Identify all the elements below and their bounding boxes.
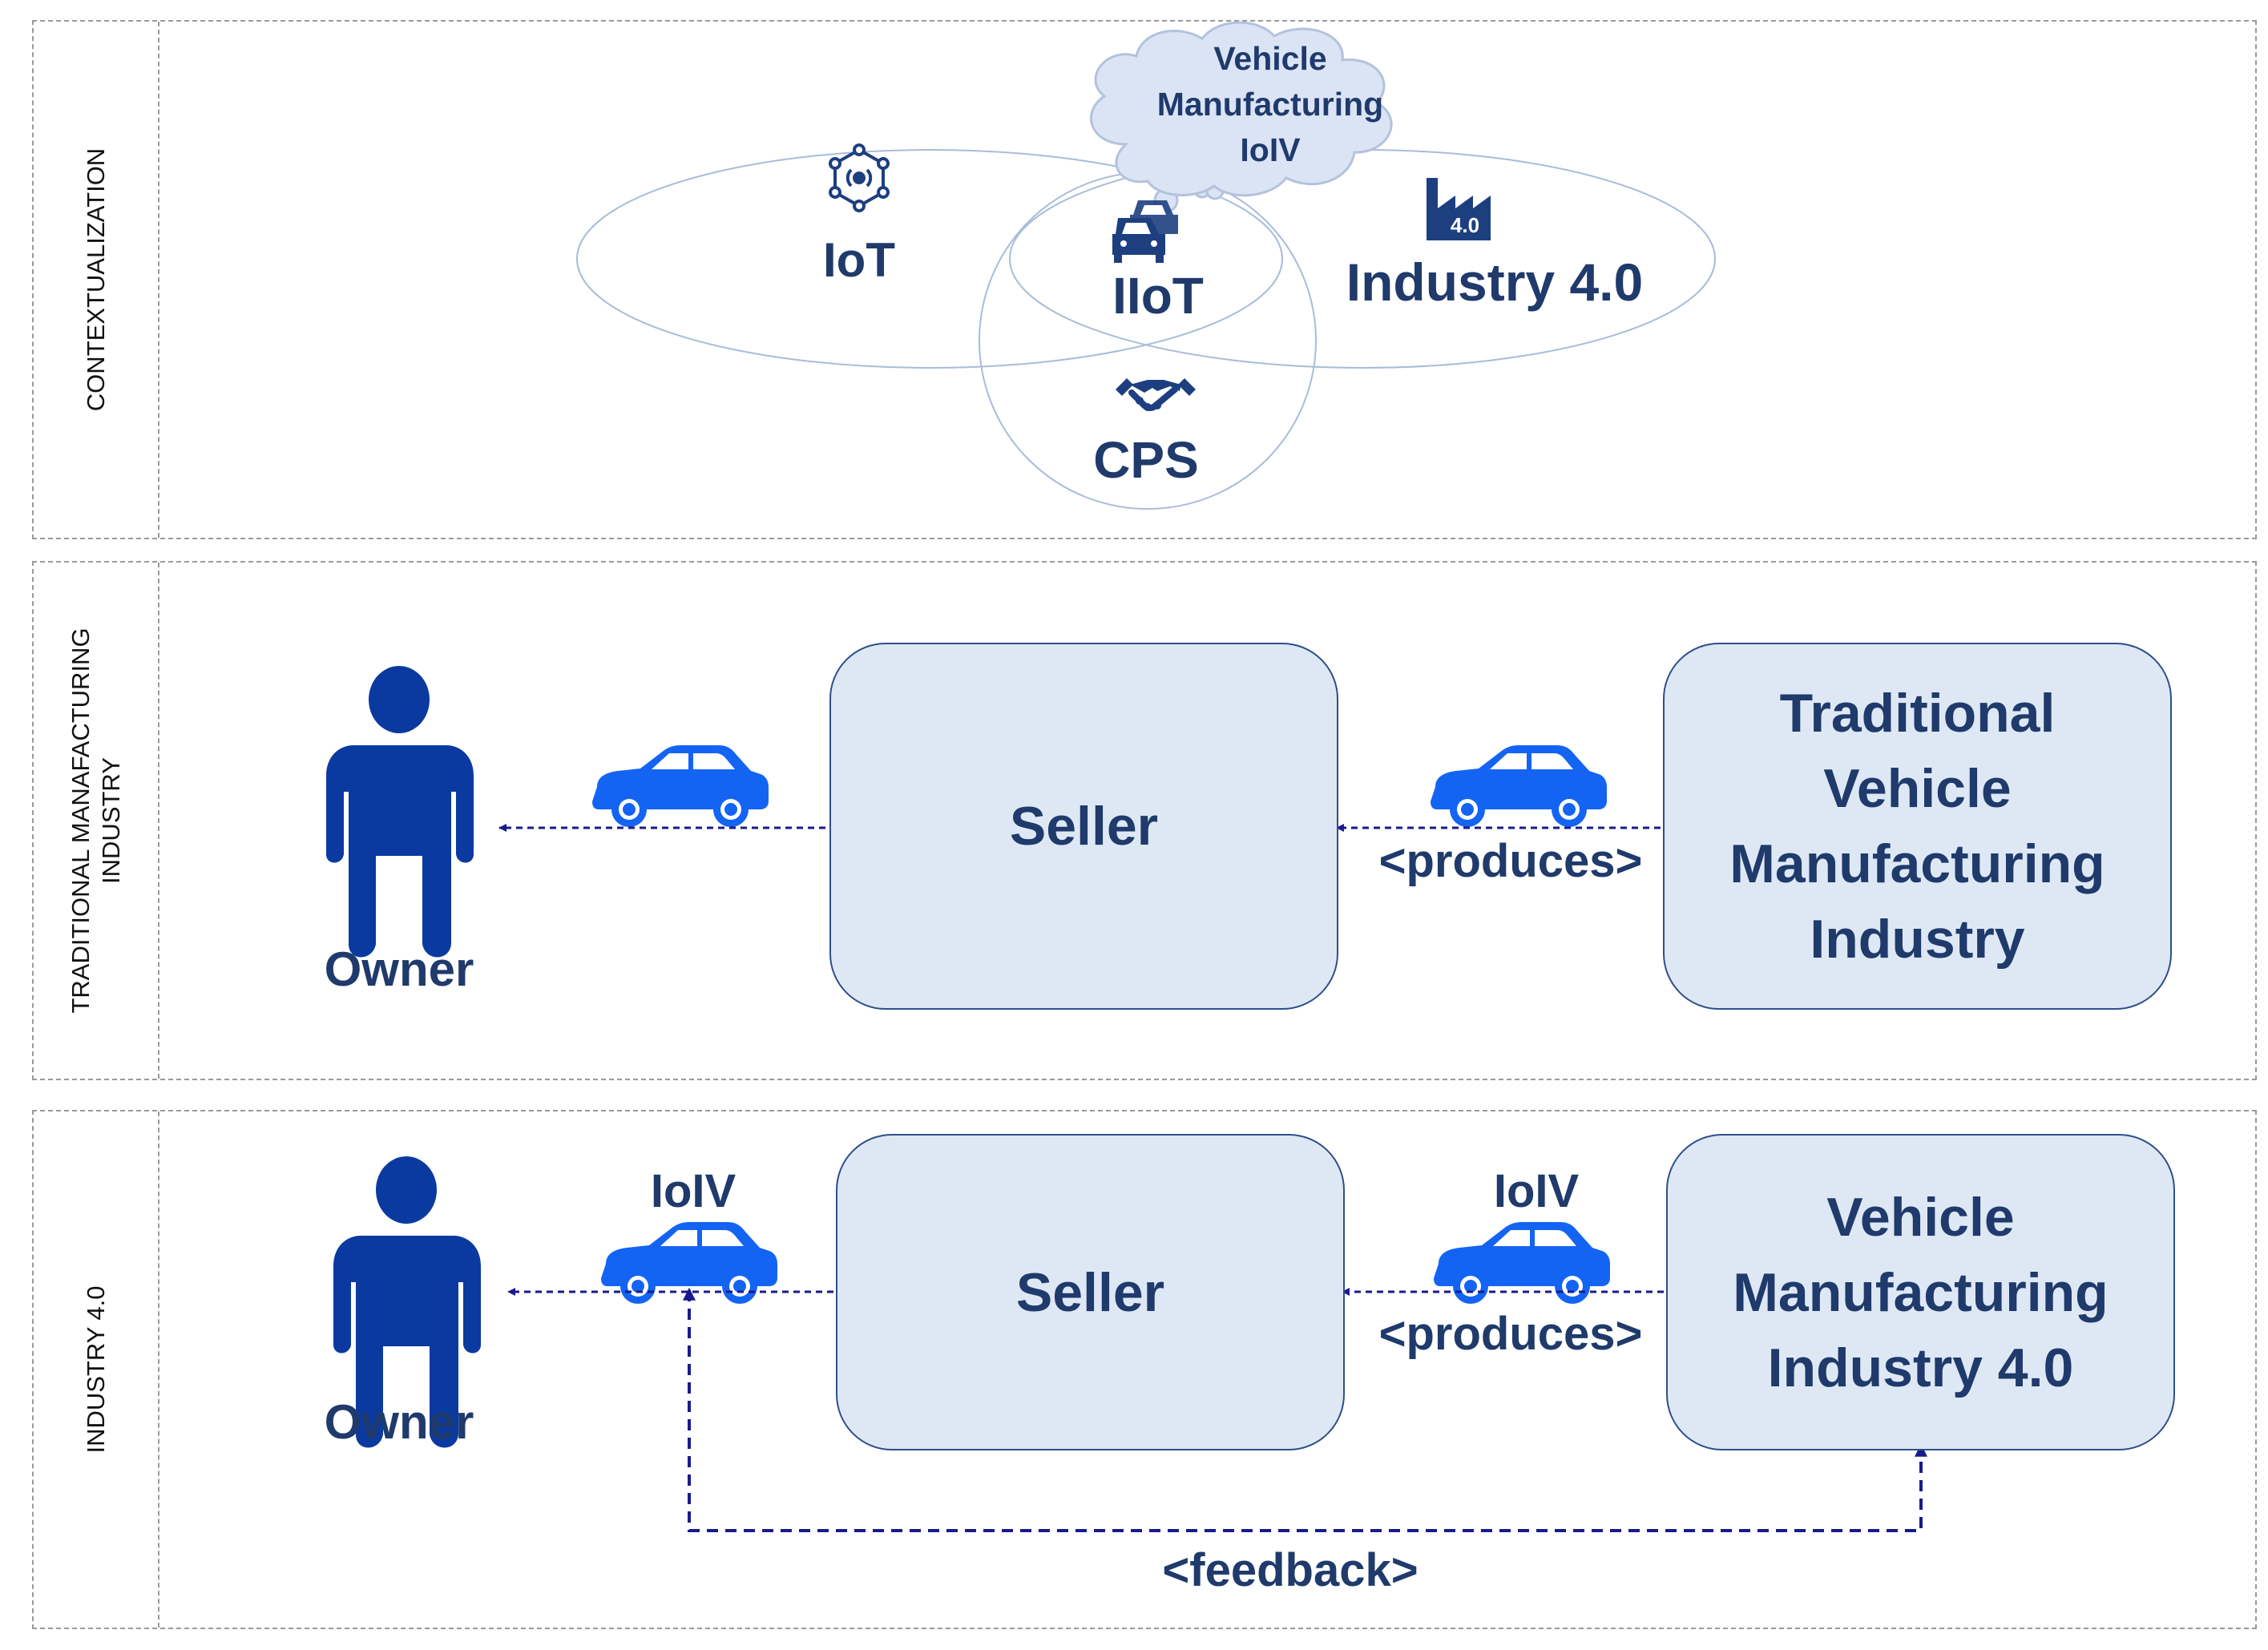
traditional-industry-line4: Industry <box>1810 909 2025 970</box>
cloud-label: Vehicle Manufacturing IoIV <box>1110 36 1431 173</box>
handshake-icon <box>1116 378 1196 411</box>
cloud-label-line3: IoIV <box>1240 131 1301 168</box>
industry40-line1: Vehicle <box>1826 1186 2015 1248</box>
ioiv-label-right: IoIV <box>1493 1165 1580 1217</box>
produces-label: <produces> <box>1378 835 1643 887</box>
industry40-box: Vehicle Manufacturing Industry 4.0 <box>1666 1134 2175 1450</box>
owner-label: Owner <box>324 1395 474 1449</box>
lane-divider <box>158 563 159 1079</box>
owner-label: Owner <box>324 942 474 996</box>
produces-label: <produces> <box>1378 1308 1643 1360</box>
car-icon <box>1431 745 1607 827</box>
feedback-loop-arrow <box>683 1287 1927 1532</box>
traditional-industry-box: Traditional Vehicle Manufacturing Indust… <box>1663 643 2172 1010</box>
industry40-line2: Manufacturing <box>1733 1261 2109 1323</box>
venn-label-cps: CPS <box>1093 431 1199 489</box>
venn-label-iot: IoT <box>823 233 895 287</box>
feedback-label: <feedback> <box>1162 1544 1419 1596</box>
owner-person-icon <box>326 666 474 958</box>
venn-label-iiot: IIoT <box>1112 267 1204 325</box>
traditional-industry-line2: Vehicle <box>1823 758 2012 819</box>
traditional-industry-line1: Traditional <box>1779 683 2056 744</box>
cloud-label-line1: Vehicle <box>1213 40 1327 77</box>
factory-icon <box>1427 178 1491 240</box>
venn-label-industry40: Industry 4.0 <box>1346 252 1644 312</box>
cloud-label-line2: Manufacturing <box>1156 86 1384 123</box>
seller-box: Seller <box>836 1134 1345 1450</box>
factory-badge-text: 4.0 <box>1451 213 1479 237</box>
contextualization-panel: CONTEXTUALIZATION <box>32 20 2257 539</box>
seller-box: Seller <box>829 643 1338 1010</box>
cars-icon <box>1112 200 1178 263</box>
lane-divider <box>158 22 159 538</box>
traditional-industry-line3: Manufacturing <box>1729 833 2105 894</box>
seller-box-label: Seller <box>1009 796 1159 857</box>
ioiv-label-left: IoIV <box>650 1165 736 1217</box>
seller-box-label: Seller <box>1015 1261 1165 1323</box>
industry40-panel: INDUSTRY 4.0 <box>32 1110 2257 1629</box>
iot-hub-icon <box>829 143 890 212</box>
car-icon <box>592 745 769 827</box>
lane-divider <box>158 1111 159 1628</box>
venn-iot-ellipse <box>576 149 1283 369</box>
industry40-line3: Industry 4.0 <box>1767 1337 2074 1398</box>
